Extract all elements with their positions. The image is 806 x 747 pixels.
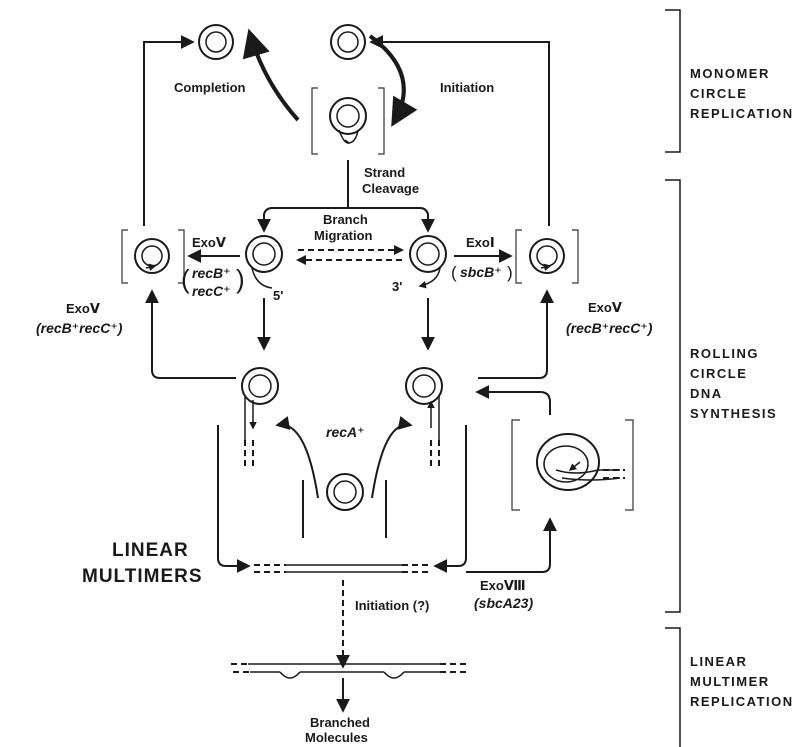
exoviii-arrow: [466, 520, 550, 572]
recb-recc-paren: (: [181, 264, 190, 294]
branched-label-1: Branched: [310, 715, 370, 730]
completion-label: Completion: [174, 80, 246, 95]
circle-3prime-tail: [410, 236, 446, 286]
side-monomer-3: REPLICATION: [690, 106, 794, 121]
branched-label-2: Molecules: [305, 730, 368, 745]
exov-right-arrow: [478, 292, 547, 378]
circle-5prime-tail: [246, 236, 282, 288]
rolling-circle-right: [406, 368, 442, 470]
side-monomer-1: MONOMER: [690, 66, 770, 81]
linear-multimer-duplex: [254, 565, 432, 572]
side-linear-3: REPLICATION: [690, 694, 794, 709]
circle-replicating-bracketed: [312, 88, 384, 154]
branch-migration-label-2: Migration: [314, 228, 373, 243]
lasso-intermediate-bracketed: [512, 420, 633, 510]
completion-arrow: [250, 34, 298, 120]
sbcb-paren-open: (: [451, 263, 457, 282]
circle-right-bracketed: [516, 230, 578, 283]
exov-left-label: ExoⅤ: [192, 235, 226, 250]
linear-multimers-label-2: MULTIMERS: [82, 566, 203, 587]
bracket-linear-replication: [665, 628, 680, 747]
initiation-label: Initiation: [440, 80, 494, 95]
initiation-arrow: [370, 36, 404, 122]
strand-cleavage-label-2: Cleavage: [362, 181, 419, 196]
side-linear-1: LINEAR: [690, 654, 747, 669]
circle-reca-center: [327, 474, 363, 510]
bracket-rolling: [665, 180, 680, 612]
rolling-circle-left: [242, 368, 278, 470]
reca-arrow-left: [278, 425, 318, 498]
initiation-q-label: Initiation (?): [355, 598, 429, 613]
linear-multimer-replicating: [231, 664, 466, 678]
three-prime-label: 3': [392, 279, 402, 294]
circle-left-bracketed: [122, 230, 184, 283]
side-rolling-3: DNA: [690, 386, 723, 401]
five-prime-label: 5': [273, 288, 283, 303]
exov-far-left-arrow: [152, 292, 236, 378]
side-monomer-2: CIRCLE: [690, 86, 747, 101]
sbcb-plus-label: sbcB⁺: [460, 264, 502, 280]
sbcb-paren-close: ): [507, 263, 513, 282]
circle-top-left: [199, 25, 233, 59]
recbc-right-label: (recB⁺recC⁺): [566, 320, 653, 336]
recb-plus-label: recB⁺: [192, 265, 231, 281]
bracket-monomer: [665, 10, 680, 152]
lasso-to-rolling-arrow: [478, 392, 550, 415]
circle-top-center: [331, 25, 365, 59]
side-rolling-2: CIRCLE: [690, 366, 747, 381]
return-arrow-left: [144, 42, 192, 226]
exov-right-label: ExoⅤ: [588, 300, 622, 315]
strand-cleavage-label-1: Strand: [364, 165, 405, 180]
multimer-arrow-left: [218, 425, 248, 566]
reca-arrow-right: [372, 425, 410, 498]
multimer-arrow-right: [436, 425, 466, 566]
side-rolling-1: ROLLING: [690, 346, 759, 361]
recc-plus-label: recC⁺: [192, 283, 231, 299]
exov-far-left-label: ExoⅤ: [66, 301, 100, 316]
branch-migration-label-1: Branch: [323, 212, 368, 227]
recbc-far-left-label: (recB⁺recC⁺): [36, 320, 123, 336]
sbca23-label: (sbcA23): [474, 595, 533, 611]
exoviii-label: ExoⅧ: [480, 578, 526, 593]
linear-multimers-label-1: LINEAR: [112, 540, 189, 561]
side-linear-2: MULTIMER: [690, 674, 770, 689]
side-rolling-4: SYNTHESIS: [690, 406, 777, 421]
recb-recc-paren-close: ): [236, 264, 245, 294]
reca-plus-label: recA⁺: [326, 424, 365, 440]
exoi-label: ExoⅠ: [466, 235, 495, 250]
